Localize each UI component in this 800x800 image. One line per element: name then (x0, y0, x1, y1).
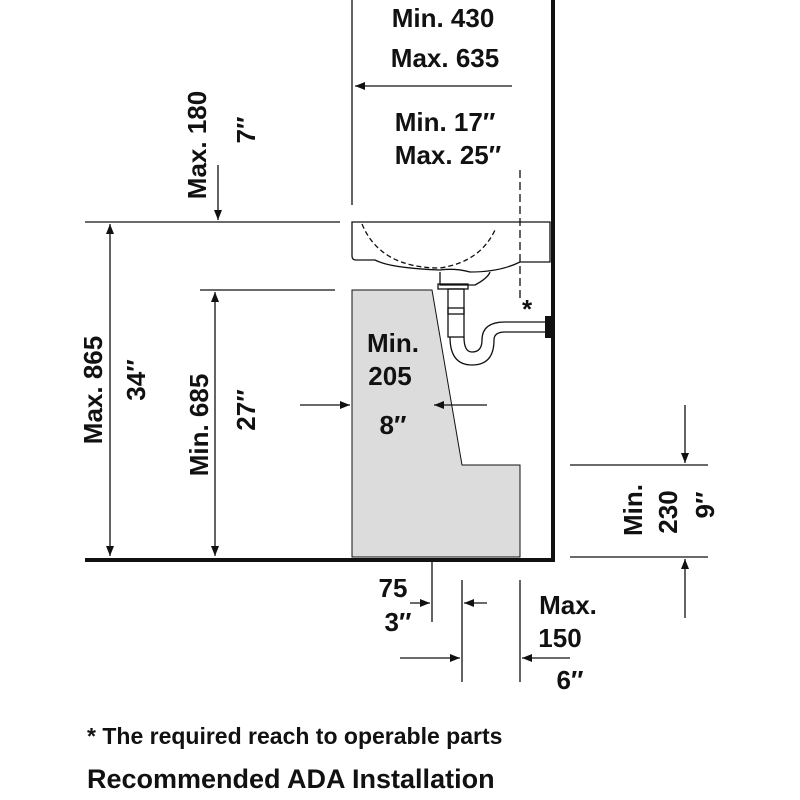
toe-height-label: Min. (618, 484, 648, 536)
knee-height-mm: Min. 685 (184, 374, 214, 477)
toe-offset-in: 3″ (385, 607, 412, 637)
knee-depth-mm: 205 (368, 361, 411, 391)
depth-min-mm: Min. 430 (392, 3, 495, 33)
depth-min-in: Min. 17″ (395, 107, 496, 137)
depth-max-in: Max. 25″ (395, 140, 501, 170)
depth-max-mm: Max. 635 (391, 43, 499, 73)
diagram-title: Recommended ADA Installation (87, 764, 495, 794)
toe-height-mm: 230 (653, 490, 683, 533)
knee-depth-label: Min. (367, 328, 419, 358)
toe-height-in: 9″ (690, 492, 720, 519)
knee-depth-in: 8″ (380, 410, 407, 440)
knee-height-in: 27″ (231, 389, 261, 430)
toe-depth-label: Max. (539, 590, 597, 620)
toe-depth-in: 6″ (557, 665, 584, 695)
top-clearance-mm: Max. 180 (182, 91, 212, 199)
footnote: * The required reach to operable parts (87, 723, 502, 749)
knee-clearance-area (351, 289, 521, 558)
rim-height-mm: Max. 865 (78, 336, 108, 444)
toe-offset-mm: 75 (379, 573, 408, 603)
top-clearance-in: 7″ (231, 117, 261, 144)
rim-height-in: 34″ (121, 359, 151, 400)
asterisk-marker: * (522, 294, 533, 324)
toe-depth-mm: 150 (538, 623, 581, 653)
washbasin (351, 170, 551, 366)
